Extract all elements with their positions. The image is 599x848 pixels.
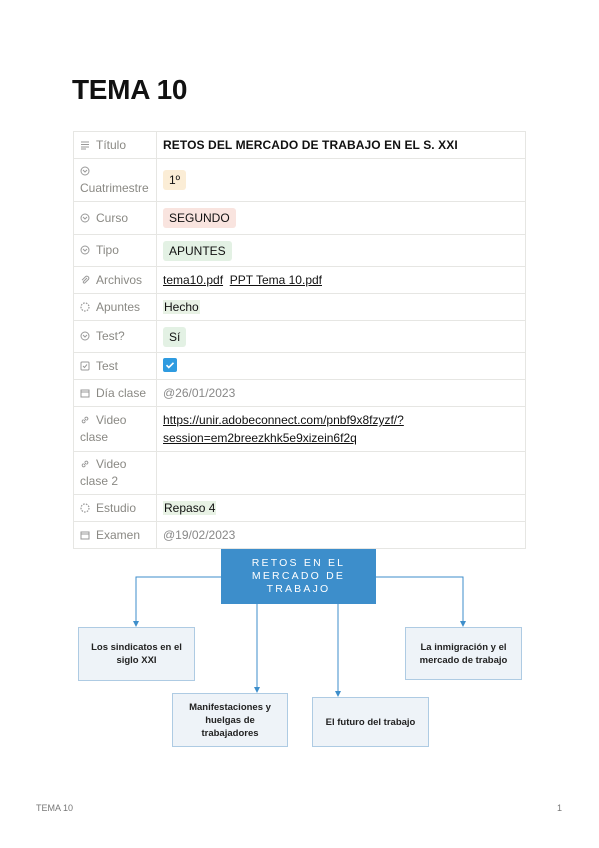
property-key-label: Título bbox=[96, 137, 127, 152]
property-row-cuatrimestre: Cuatrimestre 1º bbox=[73, 158, 526, 202]
property-key: Test? bbox=[73, 320, 157, 353]
property-value-curso[interactable]: SEGUNDO bbox=[156, 201, 526, 235]
file-link[interactable]: PPT Tema 10.pdf bbox=[229, 273, 322, 287]
property-row-dia-clase: Día clase @26/01/2023 bbox=[73, 379, 526, 407]
property-key-label: Video clase 2 bbox=[80, 457, 127, 488]
property-value-video-clase-2[interactable] bbox=[156, 451, 526, 495]
link-icon bbox=[80, 459, 90, 469]
property-row-test-q: Test? Sí bbox=[73, 320, 526, 353]
file-link[interactable]: tema10.pdf bbox=[163, 273, 224, 287]
property-value-tipo[interactable]: APUNTES bbox=[156, 234, 526, 267]
test-q-tag: Sí bbox=[163, 326, 187, 347]
status-icon bbox=[80, 502, 90, 513]
estudio-status: Repaso 4 bbox=[163, 501, 217, 515]
select-icon bbox=[80, 166, 90, 176]
page-title: TEMA 10 bbox=[72, 74, 188, 105]
property-key-label: Archivos bbox=[96, 272, 143, 287]
property-row-examen: Examen @19/02/2023 bbox=[73, 521, 526, 549]
property-value-test-q[interactable]: Sí bbox=[156, 320, 526, 353]
property-key-label: Día clase bbox=[96, 385, 147, 400]
property-key-label: Test? bbox=[96, 329, 125, 343]
property-value-archivos: tema10.pdf PPT Tema 10.pdf bbox=[156, 266, 526, 294]
property-key: Video clase bbox=[73, 406, 157, 452]
select-icon bbox=[80, 213, 90, 223]
property-key-label: Cuatrimestre bbox=[80, 181, 149, 195]
diagram-node: Los sindicatos en el siglo XXI bbox=[78, 627, 195, 681]
property-key-label: Curso bbox=[96, 210, 129, 225]
video-clase-link[interactable]: https://unir.adobeconnect.com/pnbf9x8fzy… bbox=[163, 413, 404, 445]
link-icon bbox=[80, 415, 90, 425]
property-value-cuatrimestre[interactable]: 1º bbox=[156, 158, 526, 202]
property-value-apuntes[interactable]: Hecho bbox=[156, 293, 526, 321]
property-row-video-clase-2: Video clase 2 bbox=[73, 451, 526, 495]
property-key-label: Examen bbox=[96, 527, 141, 542]
diagram-node: El futuro del trabajo bbox=[312, 697, 429, 747]
property-key: Archivos bbox=[73, 266, 157, 294]
property-row-estudio: Estudio Repaso 4 bbox=[73, 494, 526, 522]
cuatrimestre-tag: 1º bbox=[163, 170, 187, 190]
footer-title: TEMA 10 bbox=[36, 803, 74, 813]
calendar-icon bbox=[80, 388, 90, 398]
tipo-tag: APUNTES bbox=[163, 240, 232, 261]
property-value-examen[interactable]: @19/02/2023 bbox=[156, 521, 526, 549]
property-key-label: Video clase bbox=[80, 413, 127, 444]
property-key: Video clase 2 bbox=[73, 451, 157, 495]
property-key: Estudio bbox=[73, 494, 157, 522]
property-key-label: Test bbox=[96, 358, 119, 373]
property-key: Título bbox=[73, 131, 157, 159]
property-value-video-clase: https://unir.adobeconnect.com/pnbf9x8fzy… bbox=[156, 406, 526, 452]
property-row-archivos: Archivos tema10.pdf PPT Tema 10.pdf bbox=[73, 266, 526, 294]
property-key-label: Apuntes bbox=[96, 299, 141, 314]
property-key: Test bbox=[73, 352, 157, 380]
property-key: Día clase bbox=[73, 379, 157, 407]
text-lines-icon bbox=[80, 140, 90, 150]
paperclip-icon bbox=[80, 275, 90, 285]
page-number: 1 bbox=[557, 803, 563, 813]
property-row-test: Test bbox=[73, 352, 526, 380]
test-checkbox[interactable] bbox=[163, 358, 177, 372]
diagram-root-node: RETOS EN EL MERCADO DE TRABAJO bbox=[221, 549, 376, 604]
property-key-label: Tipo bbox=[96, 243, 119, 257]
property-key: Curso bbox=[73, 201, 157, 235]
property-row-titulo: Título RETOS DEL MERCADO DE TRABAJO EN E… bbox=[73, 131, 526, 159]
select-icon bbox=[80, 245, 90, 255]
property-value-titulo[interactable]: RETOS DEL MERCADO DE TRABAJO EN EL S. XX… bbox=[156, 131, 526, 159]
properties-table: Título RETOS DEL MERCADO DE TRABAJO EN E… bbox=[73, 131, 526, 549]
property-value-dia-clase[interactable]: @26/01/2023 bbox=[156, 379, 526, 407]
property-key-label: Estudio bbox=[96, 500, 137, 515]
checkbox-icon bbox=[80, 361, 90, 371]
select-icon bbox=[80, 331, 90, 341]
property-key: Tipo bbox=[73, 234, 157, 267]
property-row-tipo: Tipo APUNTES bbox=[73, 234, 526, 267]
property-key: Cuatrimestre bbox=[73, 158, 157, 202]
calendar-icon bbox=[80, 530, 90, 540]
property-value-estudio[interactable]: Repaso 4 bbox=[156, 494, 526, 522]
property-value-test bbox=[156, 352, 526, 380]
diagram-node: Manifestaciones y huelgas de trabajadore… bbox=[172, 693, 288, 747]
property-row-video-clase: Video clase https://unir.adobeconnect.co… bbox=[73, 406, 526, 452]
property-key: Apuntes bbox=[73, 293, 157, 321]
curso-tag: SEGUNDO bbox=[163, 208, 236, 228]
property-key: Examen bbox=[73, 521, 157, 549]
diagram-node: La inmigración y el mercado de trabajo bbox=[405, 627, 522, 680]
status-icon bbox=[80, 301, 90, 312]
apuntes-status: Hecho bbox=[163, 300, 200, 314]
property-row-apuntes: Apuntes Hecho bbox=[73, 293, 526, 321]
property-row-curso: Curso SEGUNDO bbox=[73, 201, 526, 235]
